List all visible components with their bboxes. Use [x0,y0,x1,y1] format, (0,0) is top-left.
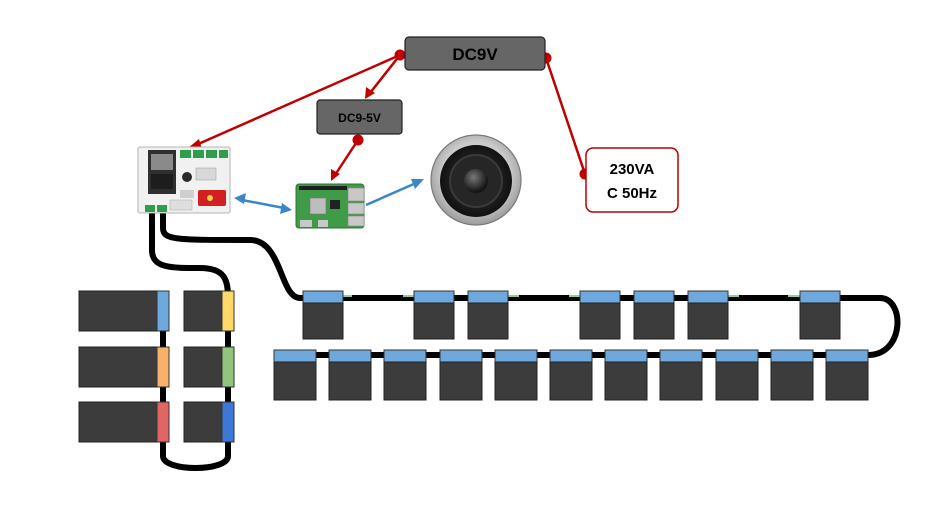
cable-left-bank-loop [160,437,231,471]
arrowhead-data-left [234,193,246,204]
module-top-3 [467,290,509,340]
module-bottom-9 [715,349,759,401]
module-bottom-4 [439,349,483,401]
module-bottom-11 [825,349,869,401]
module-top-5 [633,290,675,340]
dc9v-power-supply: DC9V [404,36,546,71]
controller-board-icon [137,146,231,214]
module-top-6 [687,290,729,340]
top-row-modules [302,290,841,340]
dc9v-label: DC9V [452,45,498,64]
module-bottom-10 [770,349,814,401]
wire-dc9v-to-dc95v [369,54,401,94]
module-left-1-1 [78,290,170,332]
cable-controller-to-left-bank [149,209,231,301]
arrowhead-data-right [280,203,292,214]
module-top-2 [413,290,455,340]
cable-controller-to-right-chain [160,209,303,301]
mains-supply: 230VA C 50Hz [585,147,679,213]
wire-dc9v-to-mains [544,57,587,175]
cable-layer [149,209,901,471]
module-top-1 [302,290,344,340]
module-bottom-1 [273,349,317,401]
module-bottom-6 [549,349,593,401]
bottom-row-modules [273,349,869,401]
mains-line2: C 50Hz [607,185,657,202]
dc95v-label: DC9-5V [338,111,381,125]
module-left-2-1 [78,346,170,388]
module-bottom-5 [494,349,538,401]
module-left-3-2 [183,401,235,443]
arrowhead-speaker [411,179,424,189]
module-bottom-3 [383,349,427,401]
mains-line1: 230VA [610,161,655,178]
left-bank-modules [78,290,235,443]
data-link-layer [234,179,424,214]
module-top-4 [579,290,621,340]
module-left-2-2 [183,346,235,388]
arrowhead-pi [331,169,340,181]
wire-dc9v-to-controller [195,53,401,147]
module-bottom-8 [659,349,703,401]
module-top-7 [799,290,841,340]
module-left-1-2 [183,290,235,332]
module-bottom-7 [604,349,648,401]
cable-top-row [297,295,901,358]
dc9-5v-converter: DC9-5V [316,99,403,135]
wire-dc95v-to-pi [333,139,360,176]
speaker-icon [430,134,522,226]
module-left-3-1 [78,401,170,443]
raspberry-pi-icon [295,183,365,229]
module-bottom-2 [328,349,372,401]
arrowhead-dc95v [365,87,375,99]
